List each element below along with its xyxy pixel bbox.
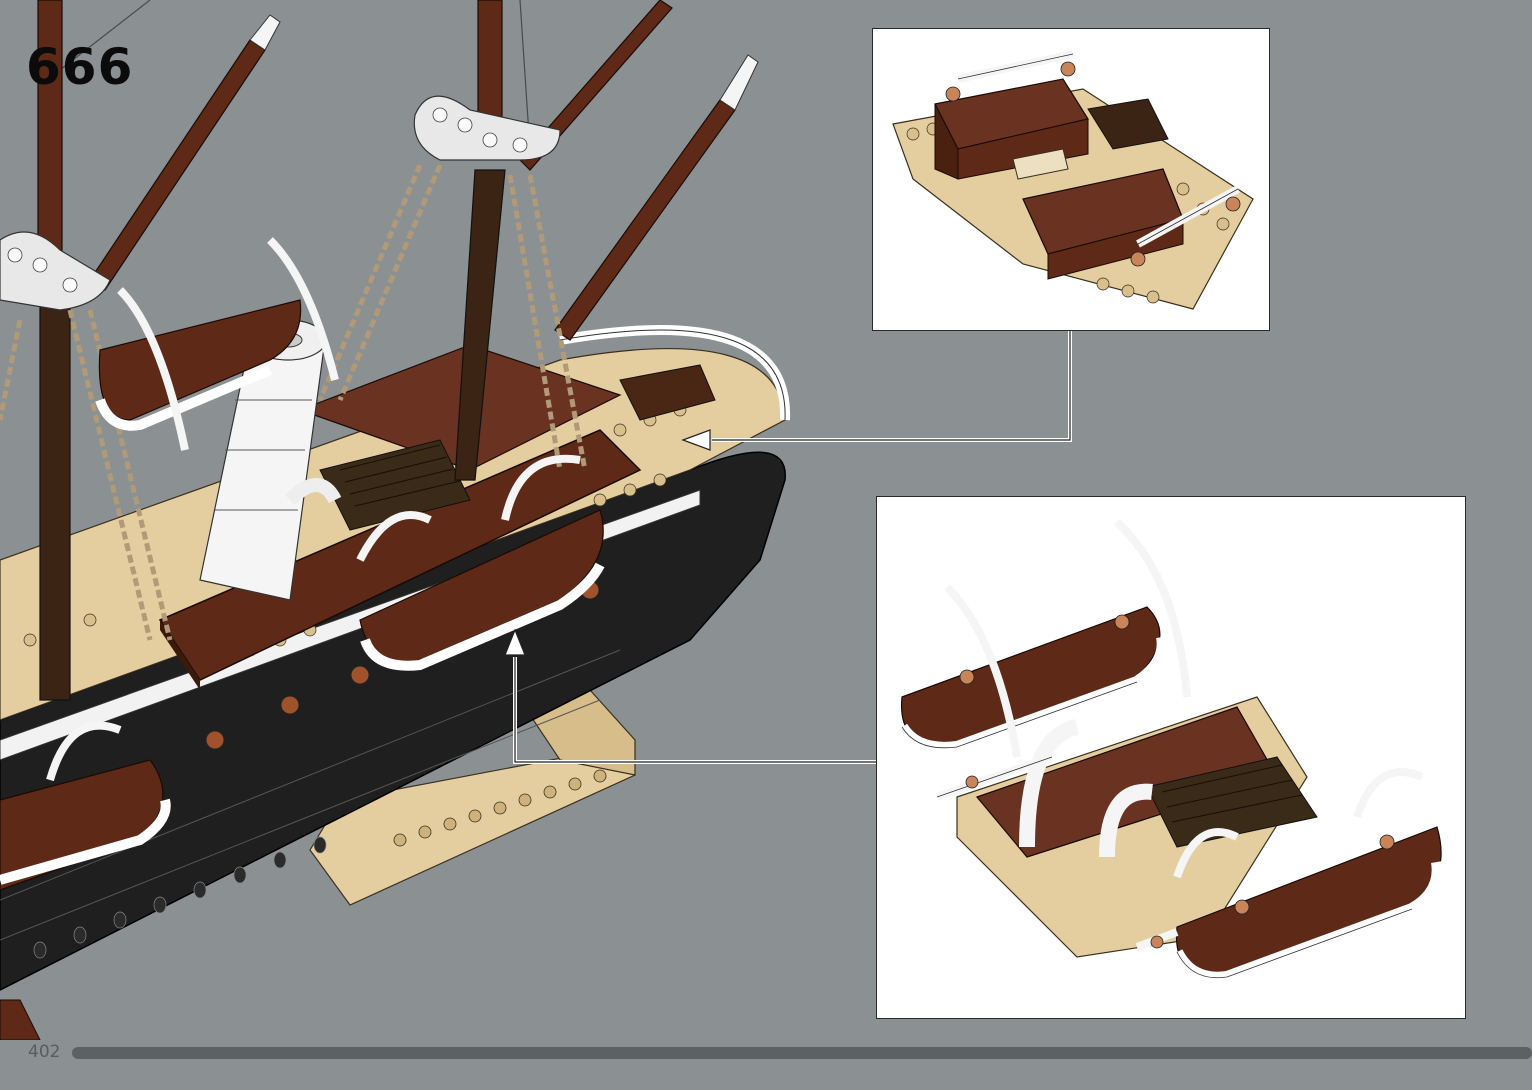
lifeboat-submodel-illustration xyxy=(877,497,1465,1018)
yards xyxy=(90,0,758,340)
page-number: 402 xyxy=(28,1042,60,1062)
page-progress-bar xyxy=(72,1047,1532,1059)
step-number: 666 xyxy=(26,38,133,96)
lifeboat xyxy=(902,522,1187,757)
ship-model-illustration xyxy=(0,0,870,1040)
callout-box-deck-submodel xyxy=(872,28,1270,331)
callout-box-lifeboat-submodel xyxy=(876,496,1466,1019)
deck-submodel-illustration xyxy=(873,29,1269,330)
